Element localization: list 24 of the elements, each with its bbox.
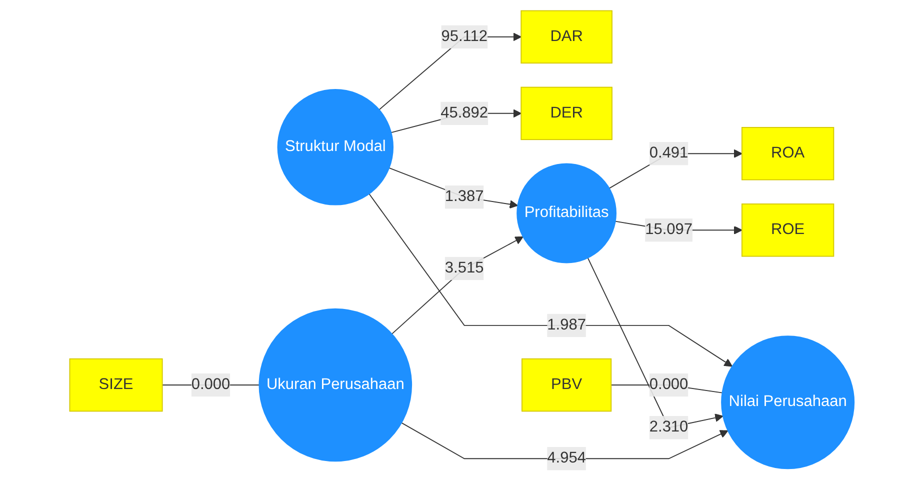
node-circle: Nilai Perusahaan	[720, 336, 854, 470]
edge-label: 45.892	[440, 104, 488, 122]
edge-label: 0.000	[648, 376, 688, 393]
node-box: DER	[520, 86, 612, 140]
node-box: ROE	[741, 204, 834, 257]
edge-label: 1.987	[546, 316, 586, 334]
arrow	[368, 193, 732, 367]
edge-label: 15.097	[644, 221, 692, 238]
node-box: PBV	[521, 358, 612, 412]
edge-label: 0.000	[190, 376, 230, 393]
node-circle: Ukuran Perusahaan	[258, 308, 412, 462]
node-box: ROA	[741, 126, 834, 180]
edge-label: 4.954	[546, 450, 586, 466]
arrow	[388, 167, 518, 209]
edge-label: 2.310	[648, 418, 688, 436]
edge-label: 1.387	[444, 188, 484, 205]
node-circle: Profitabilitas	[516, 163, 616, 264]
edge-label: 3.515	[444, 260, 484, 276]
node-box: SIZE	[68, 358, 162, 412]
edge-label: 0.491	[648, 144, 688, 162]
node-box: DAR	[520, 10, 612, 64]
edge-label: 95.112	[440, 28, 488, 45]
arrow	[391, 236, 523, 334]
node-circle: Struktur Modal	[276, 89, 394, 206]
